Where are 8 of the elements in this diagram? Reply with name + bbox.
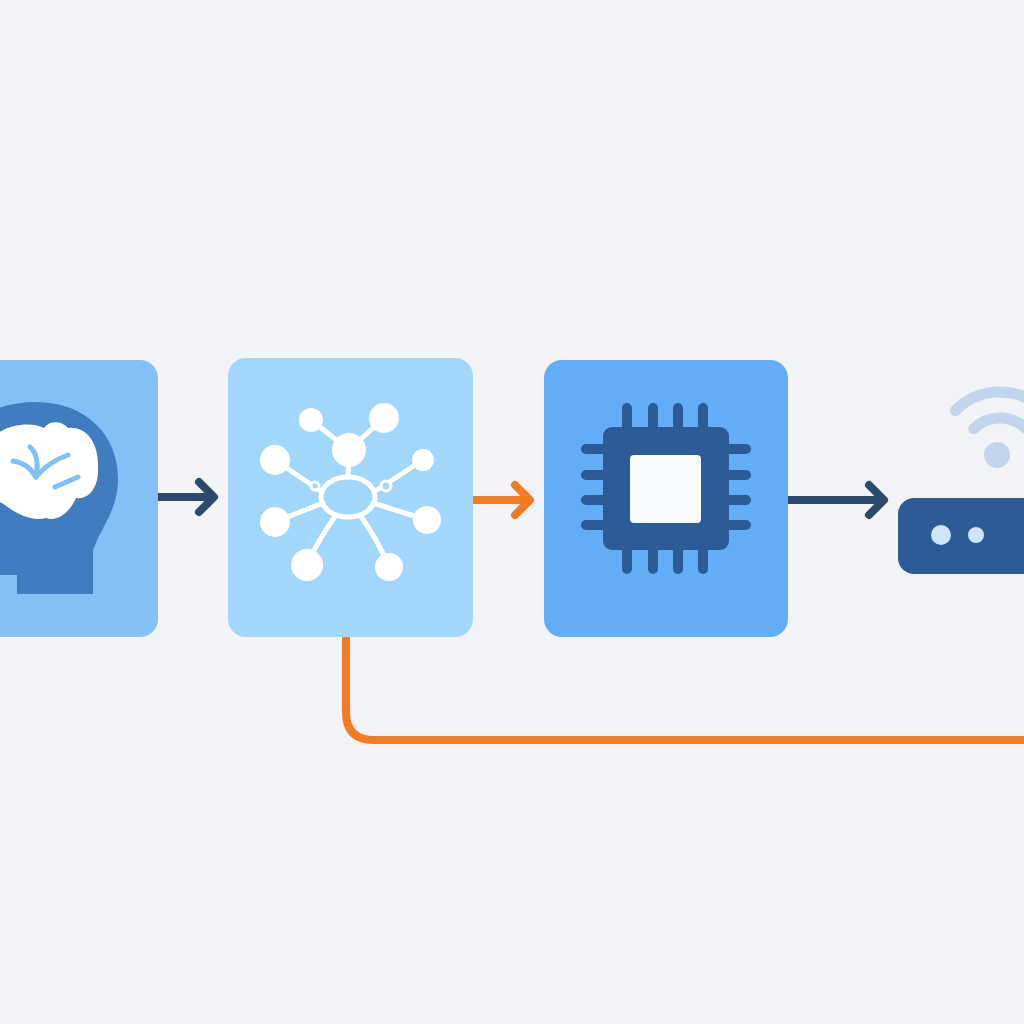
wifi-router-drawing: [898, 385, 1024, 577]
connector-line: [342, 637, 1024, 744]
arrow: [473, 481, 534, 519]
icon-tile: [0, 360, 158, 637]
icon-tile: [228, 358, 473, 637]
arrow: [788, 481, 888, 519]
icon-tile: [544, 360, 788, 637]
arrow: [158, 478, 218, 516]
